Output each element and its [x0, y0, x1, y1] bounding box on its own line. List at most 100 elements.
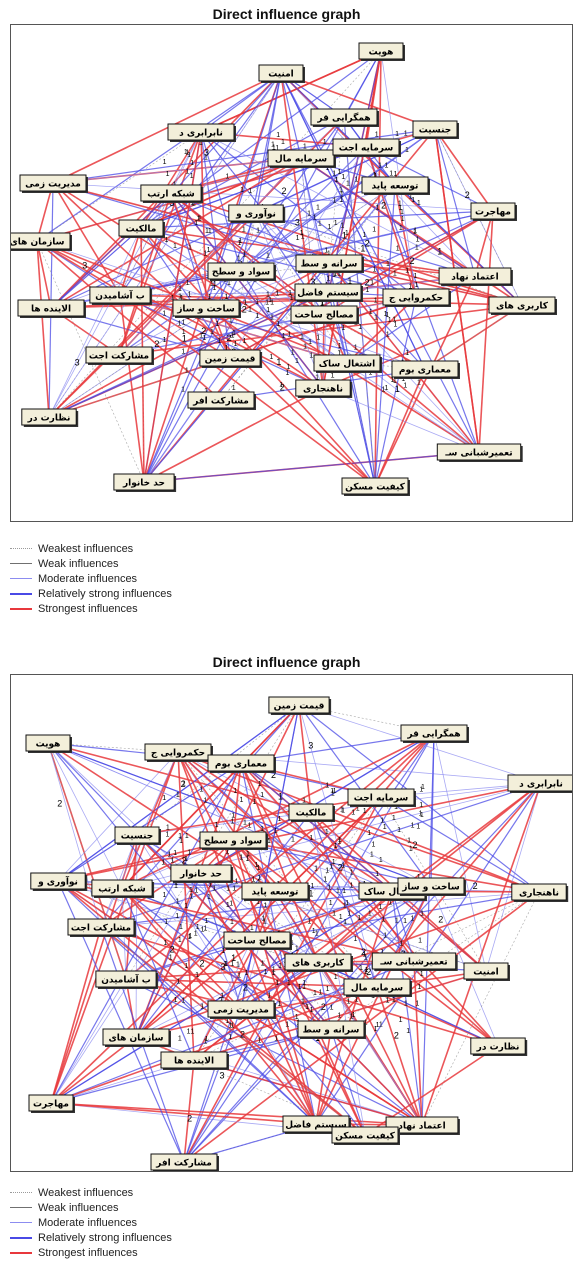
graph-node[interactable]: جنسیت	[412, 120, 459, 139]
graph-node[interactable]: شبکه ارتب	[91, 879, 155, 898]
influence-edge	[47, 742, 393, 892]
node-label: امنیت	[268, 70, 294, 80]
graph-node[interactable]: جنسیت	[114, 826, 161, 845]
influence-edge	[143, 387, 324, 483]
graph-node[interactable]: ب آشامیدن	[89, 286, 153, 305]
influence-edge	[391, 890, 487, 972]
node-label: هویت	[369, 48, 394, 58]
graph-node[interactable]: همگرایی قر	[400, 724, 469, 743]
graph-node[interactable]: مدیریت زمی	[207, 1000, 276, 1019]
graph-node[interactable]: ناهنجاری	[295, 379, 353, 398]
graph-node[interactable]: اشتغال ساک	[313, 354, 382, 373]
graph-node[interactable]: اعتماد نهاد	[385, 1116, 460, 1135]
graph-node[interactable]: سرمایه مال	[343, 978, 412, 997]
graph-node[interactable]: نوآوری و	[228, 204, 286, 223]
graph-node[interactable]: مهاجرت	[28, 1094, 75, 1113]
graph-node[interactable]: الاینده ها	[17, 299, 86, 318]
graph-node[interactable]: توسعه پاید	[241, 882, 310, 901]
influence-edge	[193, 1058, 423, 1126]
node-box	[341, 477, 409, 495]
graph-node[interactable]: کیفیت مسکن	[341, 477, 410, 496]
edge-weight-mark: 1	[256, 899, 260, 906]
edge-label: 1	[395, 384, 400, 394]
edge-weight-mark: 1	[164, 237, 168, 244]
graph-node[interactable]: ناهنجاری	[511, 883, 569, 902]
graph-node[interactable]: سیستم فاضل	[294, 283, 363, 302]
graph-node[interactable]: مصالح ساخت	[223, 931, 292, 950]
graph-node[interactable]: مالکیت	[118, 219, 165, 238]
graph-node[interactable]: اعتماد نهاد	[438, 267, 513, 286]
graph-node[interactable]: نوآوری و	[30, 872, 88, 891]
graph-node[interactable]: معماری بوم	[207, 754, 276, 773]
edge-weight-mark: 1	[243, 251, 247, 258]
edge-label: 3	[75, 357, 80, 367]
node-label: جنسیت	[419, 126, 452, 136]
graph-node[interactable]: قیمت زمین	[199, 349, 263, 368]
graph-node[interactable]: مشارکت افر	[187, 391, 256, 410]
graph-node[interactable]: نظارت در	[21, 408, 79, 427]
edge-weight-mark: 1	[337, 838, 341, 845]
edge-weight-mark: 1	[230, 961, 234, 968]
edge-weight-mark: 1	[291, 349, 295, 356]
influence-edge	[277, 72, 324, 389]
edge-label: 2	[154, 339, 159, 349]
graph-node[interactable]: حکمروایی ج	[144, 743, 213, 762]
graph-node[interactable]: مصالح ساخت	[290, 305, 359, 324]
edge-weight-mark: 1	[272, 966, 276, 973]
graph-node[interactable]: کیفیت مسکن	[331, 1126, 400, 1145]
graph-node[interactable]: نظارت در	[470, 1037, 528, 1056]
edge-weight-mark: 1	[205, 1036, 209, 1043]
graph-node[interactable]: مالکیت	[288, 803, 335, 822]
graph-node[interactable]: حد خانوار	[170, 864, 234, 883]
graph-node[interactable]: سرمایه اجت	[332, 138, 401, 157]
influence-edge	[229, 762, 242, 841]
edge-weight-mark: 1	[186, 150, 190, 157]
edge-weight-mark: 1	[288, 290, 292, 297]
node-label: نابرابری د	[519, 780, 563, 790]
graph-node[interactable]: کاربری های	[284, 953, 353, 972]
graph-node[interactable]: سرانه و سط	[297, 1020, 366, 1039]
graph-node[interactable]: ساخت و ساز	[172, 299, 241, 318]
edge-weight-mark: 1	[244, 300, 248, 307]
graph-node[interactable]: سرانه و سط	[295, 254, 364, 273]
graph-node[interactable]: امنیت	[463, 962, 510, 981]
graph-node[interactable]: مشارکت اجت	[85, 346, 154, 365]
graph-node[interactable]: مشارکت افر	[150, 1153, 219, 1171]
edge-weight-mark: 1	[295, 945, 299, 952]
graph-node[interactable]: حد خانوار	[113, 473, 177, 492]
graph-node[interactable]: معماری بوم	[391, 360, 460, 379]
graph-node[interactable]: سواد و سطح	[199, 831, 268, 850]
graph-node[interactable]: سرمایه مال	[267, 149, 336, 168]
graph-node[interactable]: سواد و سطح	[207, 262, 276, 281]
graph-node[interactable]: سازمان های	[11, 232, 72, 251]
graph-node[interactable]: نابرابری د	[167, 123, 236, 142]
graph-node[interactable]: تعمیرشبانی سـ	[371, 952, 458, 971]
graph-node[interactable]: ب آشامیدن	[95, 970, 159, 989]
graph-node[interactable]: هویت	[25, 734, 72, 753]
graph-node[interactable]: مهاجرت	[470, 202, 517, 221]
graph-node[interactable]: قیمت زمین	[268, 696, 332, 715]
graph-node[interactable]: کاربری های	[488, 296, 557, 315]
graph-node[interactable]: سرمایه اجت	[347, 788, 416, 807]
edge-weight-mark: 1	[384, 311, 388, 318]
influence-edge	[118, 128, 436, 356]
graph-node[interactable]: همگرایی قر	[310, 108, 379, 127]
graph-node[interactable]: الاینده ها	[160, 1051, 229, 1070]
graph-node[interactable]: مدیریت زمی	[19, 174, 88, 193]
graph-node[interactable]: حکمروایی ج	[382, 288, 451, 307]
graph-node[interactable]: نابرابری د	[507, 774, 572, 793]
influence-edge	[121, 732, 435, 889]
graph-node[interactable]: تعمیرشبانی سـ	[436, 443, 523, 462]
graph-node[interactable]: هویت	[358, 42, 405, 61]
edge-weight-mark: 1	[384, 385, 388, 392]
graph-node[interactable]: توسعه پاید	[361, 176, 430, 195]
node-box	[144, 743, 212, 761]
influence-edge	[322, 387, 480, 453]
graph-node[interactable]: شبکه ارتب	[140, 184, 204, 203]
graph-node[interactable]: ساخت و ساز	[397, 877, 466, 896]
graph-node[interactable]: امنیت	[258, 64, 305, 83]
node-box	[385, 1116, 459, 1134]
edge-weight-mark: 1	[302, 980, 306, 987]
graph-node[interactable]: سازمان های	[102, 1028, 171, 1047]
graph-node[interactable]: مشارکت اجت	[67, 918, 136, 937]
